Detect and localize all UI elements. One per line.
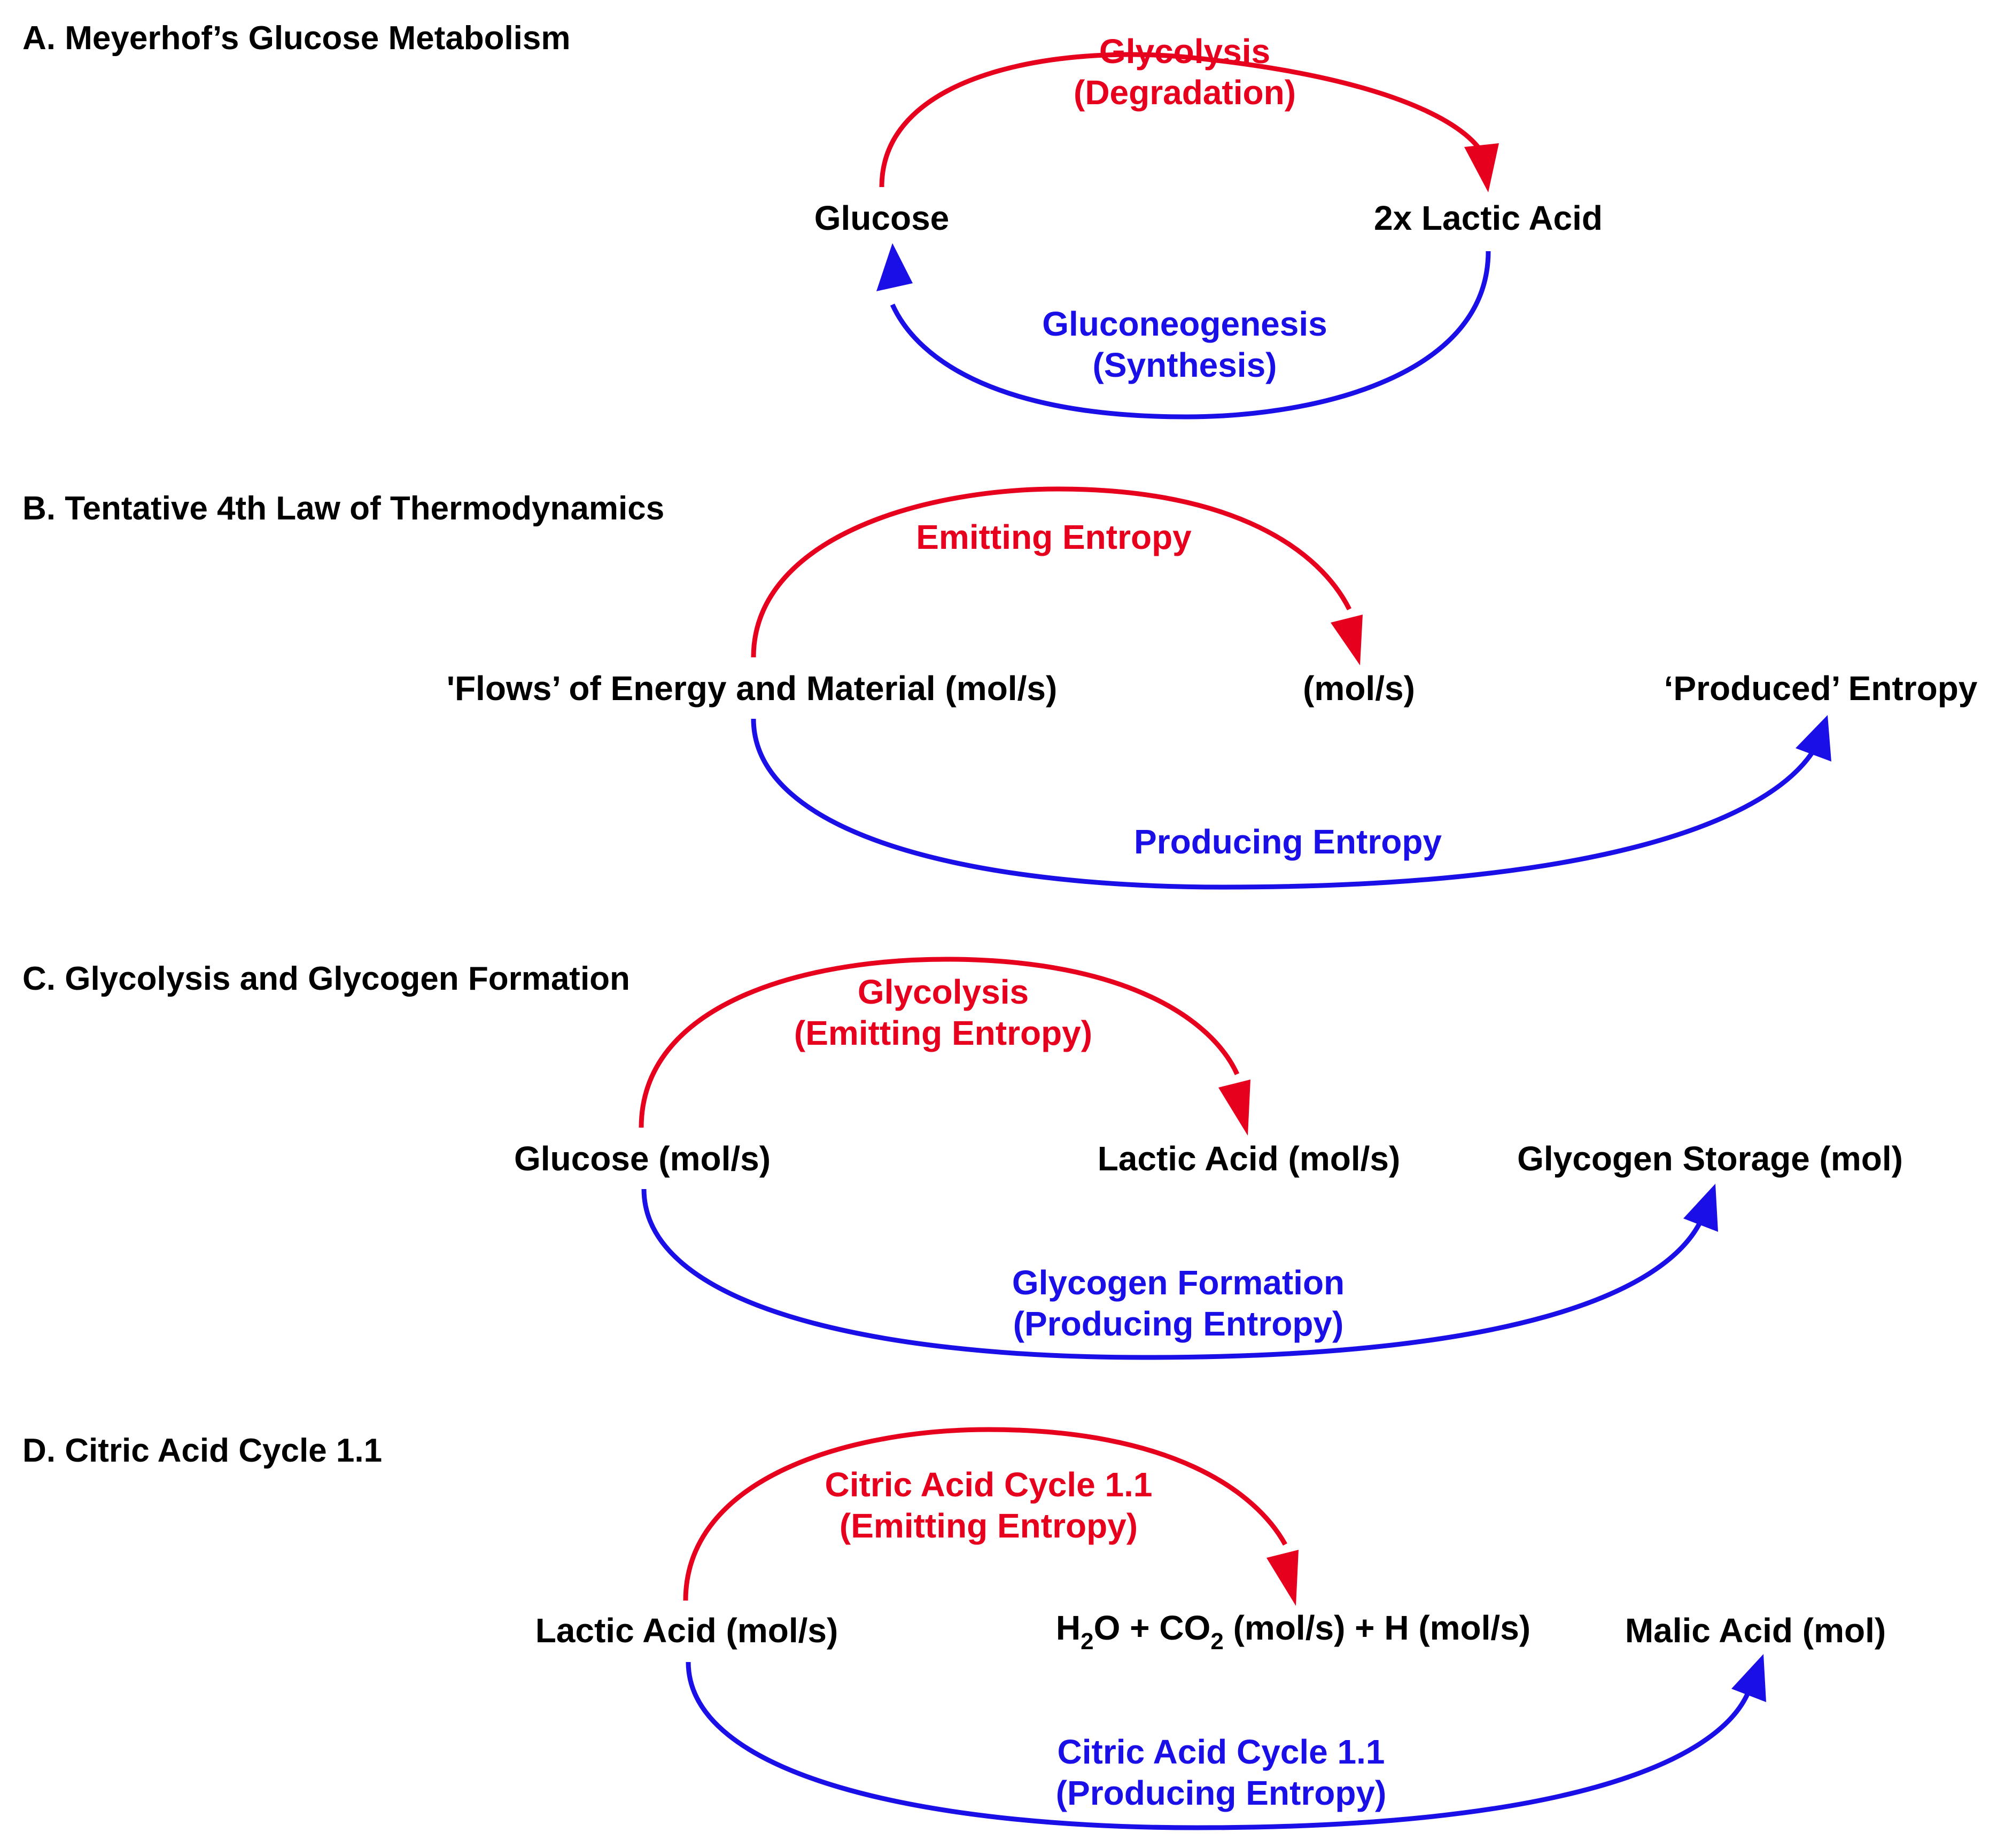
panel-a-glucose-node: Glucose: [814, 199, 950, 237]
panel-d-h-text: H: [1056, 1609, 1081, 1647]
panel-c: C. Glycolysis and Glycogen Formation Gly…: [22, 957, 1903, 1360]
panel-b-producing-entropy-arrowhead: [1796, 715, 1831, 762]
panel-b-emitting-entropy-label: Emitting Entropy: [916, 518, 1192, 556]
panel-a-lactic-acid-node: 2x Lactic Acid: [1374, 199, 1603, 237]
panel-c-glycogen-formation-label: Glycogen Formation: [1012, 1263, 1345, 1302]
panel-c-glucose-node: Glucose (mol/s): [514, 1139, 771, 1178]
panel-d-citric-acid-cycle-red-label: Citric Acid Cycle 1.1: [825, 1465, 1153, 1504]
panel-c-glycogen-storage-node: Glycogen Storage (mol): [1517, 1139, 1903, 1178]
panel-c-glycolysis-label: Glycolysis: [858, 973, 1029, 1011]
panel-a-degradation-label: (Degradation): [1074, 73, 1296, 112]
panel-b-producing-entropy-arrow: [751, 718, 1814, 890]
panel-d-citric-acid-cycle-producing-arrowhead: [1731, 1654, 1766, 1702]
panel-a-title: A. Meyerhof’s Glucose Metabolism: [22, 20, 571, 57]
panel-d-o-co-text: O + CO: [1094, 1609, 1211, 1647]
panel-a-synthesis-label: (Synthesis): [1093, 346, 1277, 384]
panel-d: D. Citric Acid Cycle 1.1 Citric Acid Cyc…: [22, 1427, 1886, 1830]
panel-d-citric-acid-cycle-emitting-arrow: [683, 1427, 1287, 1601]
panel-a-gluconeogenesis-label: Gluconeogenesis: [1042, 305, 1327, 343]
panel-d-subscript-2a: 2: [1081, 1628, 1093, 1655]
panel-c-lactic-acid-node: Lactic Acid (mol/s): [1098, 1139, 1401, 1178]
panel-a-gluconeogenesis-arrow: [890, 251, 1491, 420]
panel-c-glycolysis-arrowhead: [1218, 1080, 1250, 1136]
panel-d-emitting-entropy-label: (Emitting Entropy): [840, 1507, 1138, 1545]
panel-a-glycolysis-label: Glycolysis: [1099, 32, 1270, 71]
panel-c-glycogen-formation-arrow: [641, 1189, 1701, 1360]
panel-d-producing-entropy-label: (Producing Entropy): [1056, 1774, 1387, 1812]
panel-a-gluconeogenesis-arrowhead: [876, 243, 913, 291]
panel-d-citric-acid-cycle-emitting-arrowhead: [1266, 1550, 1299, 1606]
panel-b-emitting-entropy-arrow: [751, 486, 1352, 658]
panel-b-emitting-entropy-arrowhead: [1331, 615, 1363, 665]
panel-b-produced-entropy-node: ‘Produced’ Entropy: [1664, 669, 1978, 708]
panel-b: B. Tentative 4th Law of Thermodynamics E…: [22, 486, 1978, 890]
panel-c-producing-entropy-label: (Producing Entropy): [1013, 1305, 1344, 1343]
panel-d-citric-acid-cycle-producing-arrow: [686, 1661, 1750, 1830]
panel-a: A. Meyerhof’s Glucose Metabolism Glycoly…: [22, 20, 1603, 420]
panel-c-title: C. Glycolysis and Glycogen Formation: [22, 960, 630, 997]
panel-d-title: D. Citric Acid Cycle 1.1: [22, 1432, 382, 1469]
panel-c-glycolysis-arrow: [639, 957, 1240, 1128]
panel-a-glycolysis-arrow: [879, 52, 1488, 188]
panel-b-title: B. Tentative 4th Law of Thermodynamics: [22, 490, 664, 527]
panel-a-glycolysis-arrowhead: [1464, 143, 1499, 192]
panel-d-products-node: H2O + CO2 (mol/s) + H (mol/s): [1056, 1609, 1530, 1655]
panel-b-mol-per-s-node: (mol/s): [1303, 669, 1415, 708]
panel-c-glycogen-formation-arrowhead: [1683, 1184, 1718, 1232]
panel-b-flows-node: 'Flows’ of Energy and Material (mol/s): [447, 669, 1058, 708]
panel-d-lactic-acid-node: Lactic Acid (mol/s): [535, 1611, 838, 1650]
panel-d-products-rest: (mol/s) + H (mol/s): [1224, 1609, 1530, 1647]
panel-c-emitting-entropy-label: (Emitting Entropy): [794, 1014, 1092, 1052]
panel-b-producing-entropy-label: Producing Entropy: [1134, 822, 1442, 861]
panel-d-citric-acid-cycle-blue-label: Citric Acid Cycle 1.1: [1058, 1733, 1385, 1771]
panel-d-subscript-2b: 2: [1210, 1628, 1223, 1655]
panel-d-malic-acid-node: Malic Acid (mol): [1625, 1611, 1886, 1650]
